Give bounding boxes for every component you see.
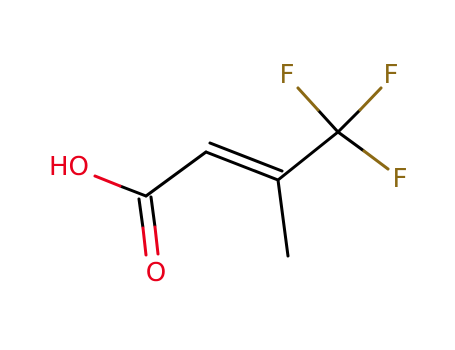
bond-c3-methyl: [276, 178, 290, 258]
bond-c1-oh-oxygen-half: [93, 174, 122, 188]
bond-c4-f3-fluorine-half: [362, 149, 390, 171]
fluorine-label-1: F: [280, 60, 295, 90]
bond-c2-c3-inner: [208, 141, 284, 173]
bond-c4-f2-fluorine-half: [358, 86, 383, 112]
hydroxyl-label: HO: [49, 152, 89, 182]
carbonyl-oxygen-label: O: [146, 258, 166, 288]
bond-c4-f1-fluorine-half: [296, 86, 320, 112]
bond-c1-o-line1-oxygen: [141, 226, 148, 257]
bond-c1-o-line1-carbon: [137, 197, 145, 230]
bond-c3-c4: [276, 130, 340, 182]
fluorine-label-3: F: [393, 164, 408, 194]
bond-c2-c3-outer: [204, 150, 280, 182]
bond-c4-f2-carbon-half: [336, 108, 362, 134]
fluorine-label-2: F: [384, 60, 399, 90]
bond-c4-f3-carbon-half: [336, 130, 366, 153]
bond-c1-o-line2-carbon: [149, 195, 157, 229]
bond-c1-oh-carbon-half: [118, 184, 148, 198]
bond-c4-f1-carbon-half: [316, 108, 340, 134]
bond-c1-c2: [144, 150, 208, 198]
bond-c1-o-line2-oxygen: [153, 225, 160, 256]
